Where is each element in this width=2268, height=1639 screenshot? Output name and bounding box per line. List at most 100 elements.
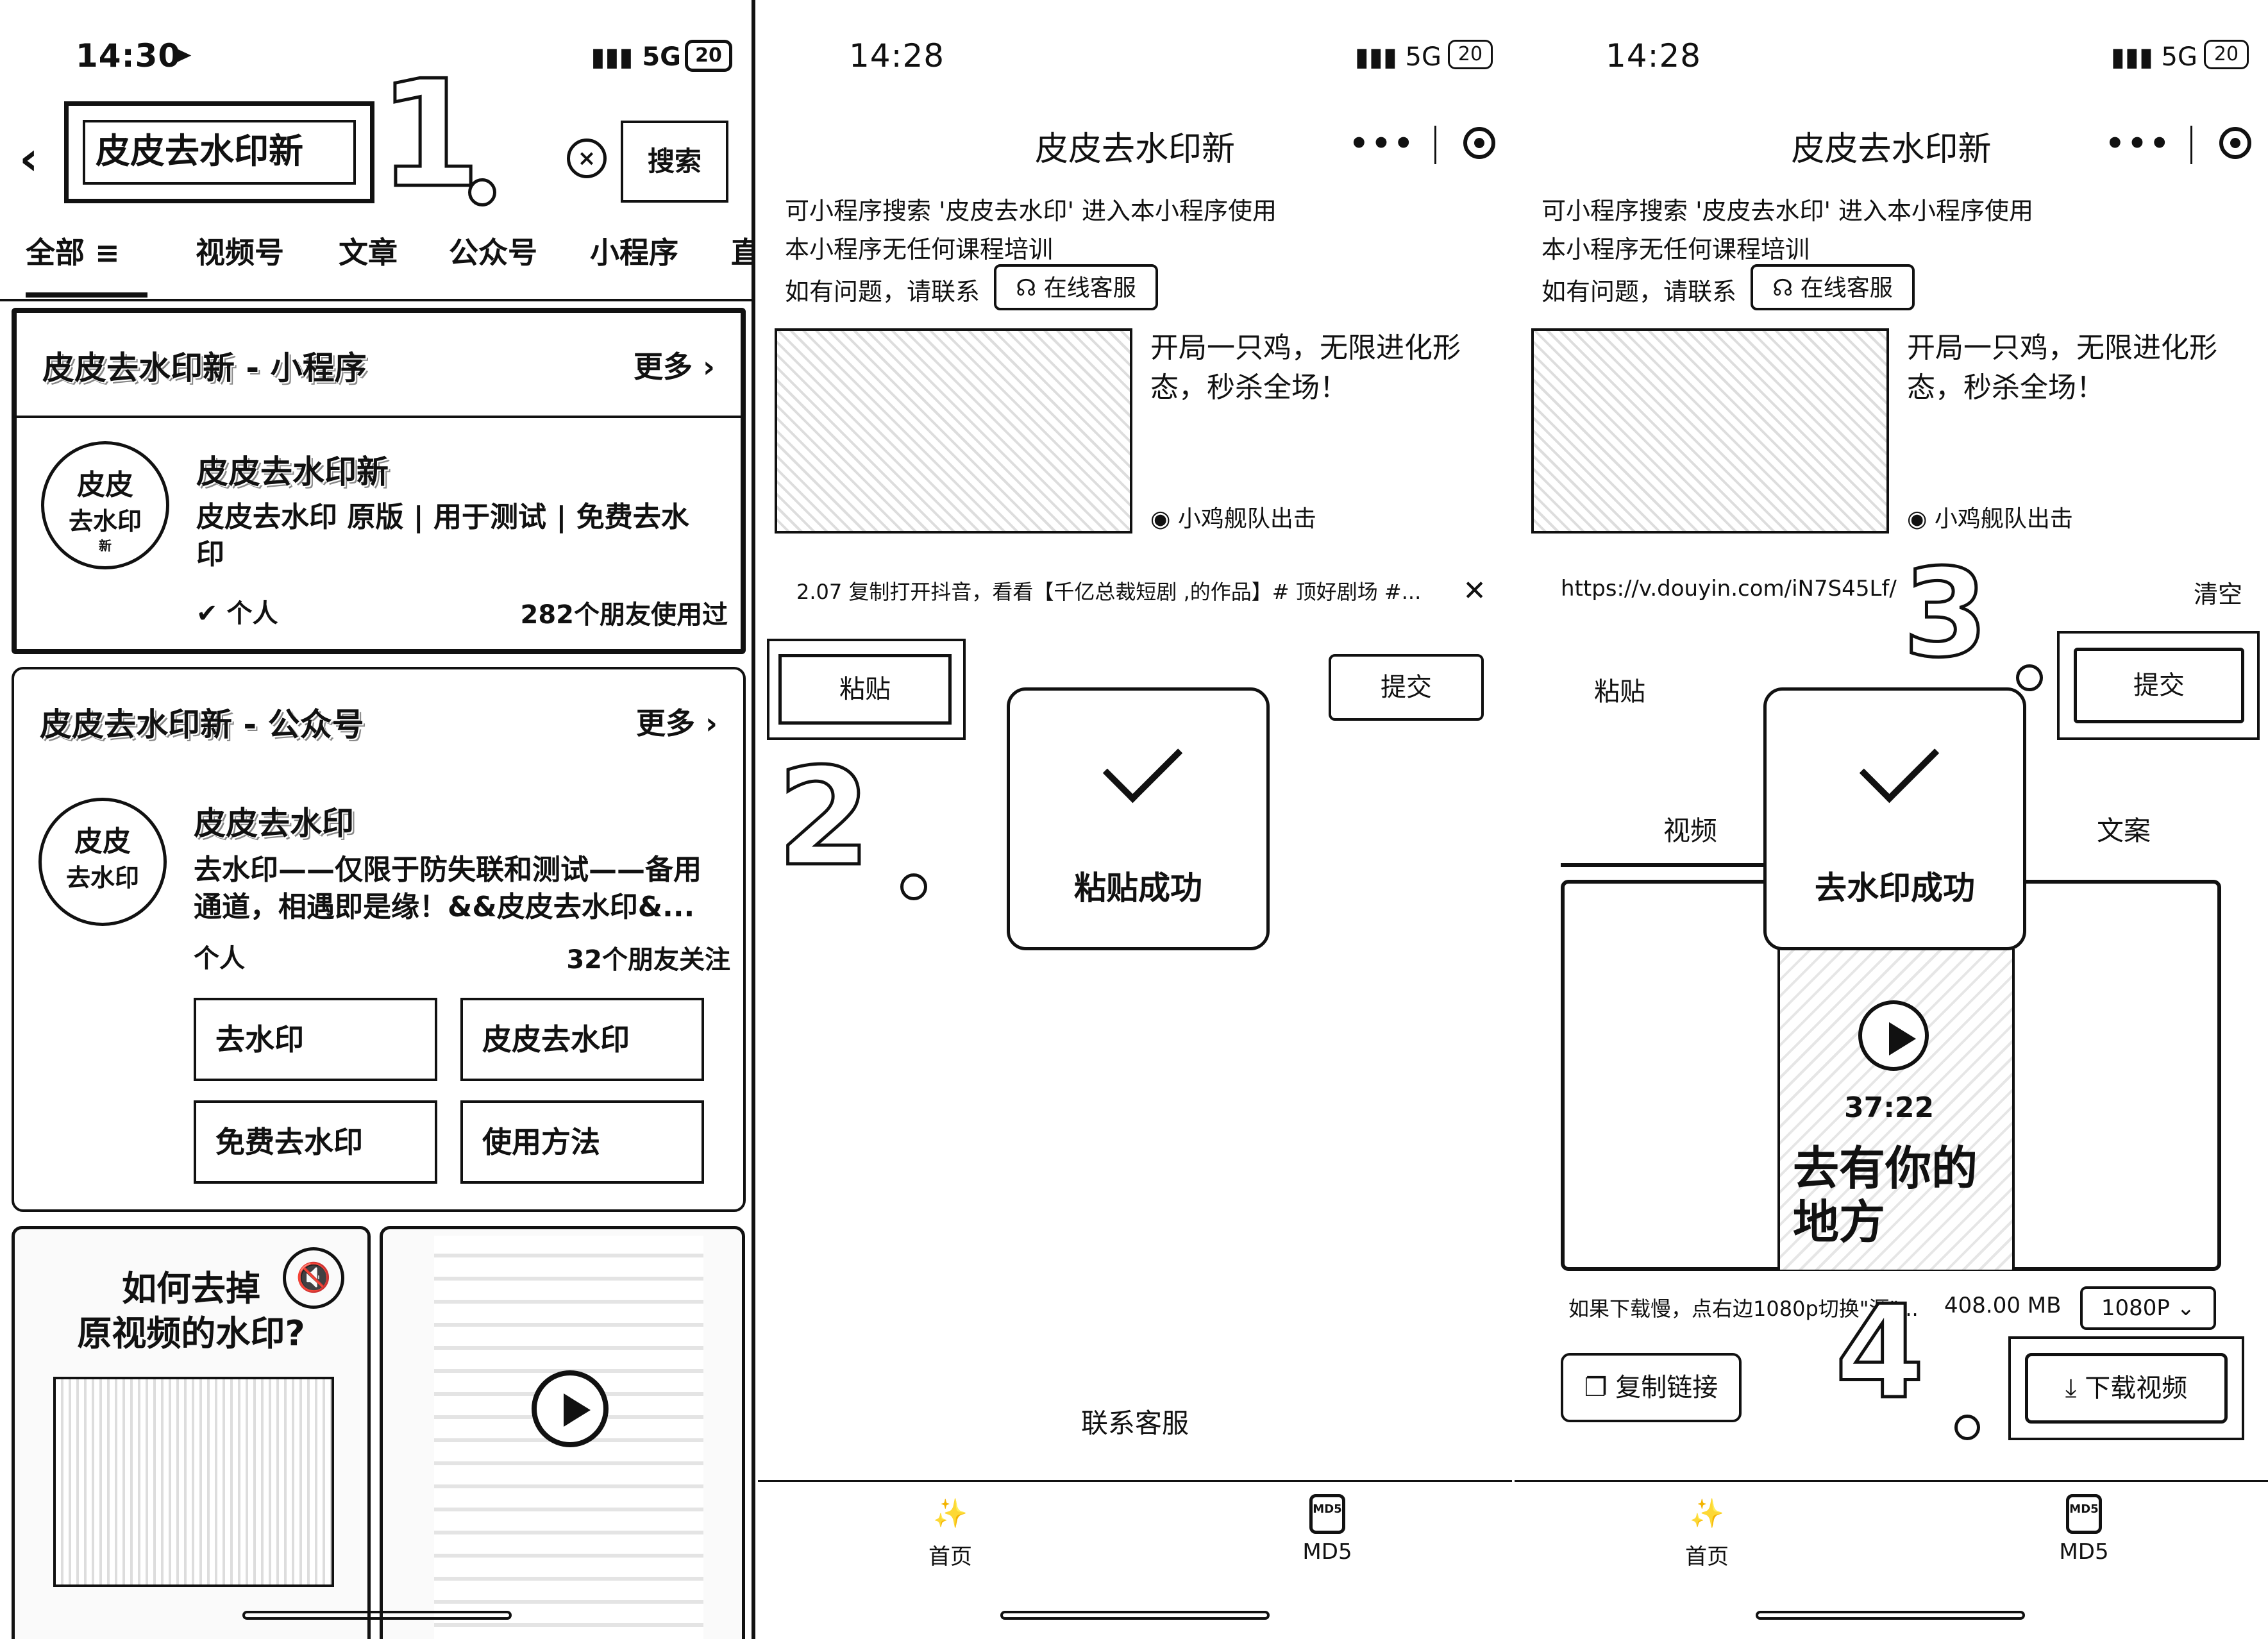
ad-thumbnail[interactable] [775,328,1132,534]
file-size: 408.00 MB [1944,1293,2062,1318]
paste-success-toast: 粘贴成功 [1007,687,1270,950]
clear-icon[interactable]: × [567,139,607,178]
ad-thumbnail[interactable] [1531,328,1889,534]
video-result-1[interactable]: 如何去掉 原视频的水印? 🔇 [12,1226,371,1639]
toast-message: 粘贴成功 [1074,870,1202,907]
clear-button[interactable]: 清空 [2193,580,2242,609]
headset-icon: ☊ [1772,275,1793,301]
mini-program-paste-panel: 14:28 ▮▮▮ 5G 20 皮皮去水印新 ••• 可小程序搜索 '皮皮去水印… [758,0,1512,1639]
tab-video[interactable]: 视频 [1663,815,1718,846]
verified-icon: ✔ [196,599,218,628]
card-divider [17,416,741,418]
mute-icon[interactable]: 🔇 [283,1247,344,1309]
tab-official-accounts[interactable]: 公众号 [449,235,537,270]
mini-program-result-card[interactable]: 皮皮去水印新 - 小程序 更多 › 皮皮 去水印 新 皮皮去水印新 皮皮去水印 … [12,308,746,654]
back-chevron-icon[interactable]: ‹ [19,131,38,185]
close-target-icon[interactable] [2219,127,2251,159]
menu-button-remove-watermark[interactable]: 去水印 [194,998,437,1081]
more-link[interactable]: 更多 › [634,349,715,384]
network-type: 5G [642,42,681,72]
info-line-2: 本小程序无任何课程培训 [1541,235,1810,264]
status-time: 14:30 [76,37,181,74]
wechat-search-panel: 14:30 ➤ ▮▮▮ 5G 20 ‹ 皮皮去水印新 1 × 搜索 全部 ≡ 视… [0,0,755,1639]
users-count: 282个朋友使用过 [520,600,728,630]
chevron-right-icon: › [703,349,715,384]
paste-button[interactable]: 粘贴 [778,654,952,725]
search-tabs: 全部 ≡ 视频号 文章 公众号 小程序 直 [26,230,752,281]
submit-button[interactable]: 提交 [2074,648,2244,723]
online-service-button[interactable]: ☊ 在线客服 [994,264,1158,310]
status-time: 14:28 [849,37,945,74]
tab-articles[interactable]: 文章 [339,235,398,270]
more-dots-icon[interactable]: ••• [1348,126,1416,162]
video-poster[interactable]: 37:22 去有你的地方 [1777,949,2015,1270]
network-type: 5G [2161,42,2197,72]
step-dot [2016,664,2043,691]
network-type: 5G [1405,42,1441,72]
owner-type: 个人 [194,944,245,973]
quality-select[interactable]: 1080P ⌄ [2080,1286,2216,1330]
download-icon: ⤓ [2065,1374,2077,1403]
menu-button-free-watermark[interactable]: 免费去水印 [194,1100,437,1184]
copy-icon: ❐ [1584,1373,1608,1402]
nav-home[interactable]: ✨ 首页 [912,1494,989,1570]
menu-button-pipi-watermark[interactable]: 皮皮去水印 [460,998,704,1081]
step-dot [468,178,496,206]
step-dot [900,873,927,900]
tab-more[interactable]: 直 [731,230,752,272]
signal-icon: ▮▮▮ 5G [1354,42,1441,72]
nav-md5[interactable]: MD5 MD5 [2045,1494,2122,1565]
poster-title: 去有你的地方 [1793,1141,1978,1249]
download-video-button[interactable]: ⤓ 下载视频 [2025,1353,2228,1424]
tab-mini-programs[interactable]: 小程序 [590,235,678,270]
search-input[interactable]: 皮皮去水印新 [64,101,374,203]
nav-md5[interactable]: MD5 MD5 [1289,1494,1366,1565]
mini-program-desc: 皮皮去水印 原版 | 用于测试 | 免费去水印 [196,501,689,571]
filter-icon[interactable]: ≡ [95,235,120,270]
link-input[interactable]: 2.07 复制打开抖音，看看【千亿总裁短剧 ,的作品】# 顶好剧场 #... [796,580,1422,604]
bottom-nav-divider [758,1480,1512,1482]
official-account-result-card[interactable]: 皮皮去水印新 - 公众号 更多 › 皮皮 去水印 皮皮去水印 去水印——仅限于防… [12,667,746,1212]
search-button[interactable]: 搜索 [621,121,728,203]
capsule-separator [2190,126,2192,164]
copy-link-button[interactable]: ❐ 复制链接 [1561,1353,1742,1422]
magic-wand-icon: ✨ [932,1497,968,1530]
link-input[interactable]: https://v.douyin.com/iN7S45Lf/ [1561,576,1897,601]
tab-all[interactable]: 全部 ≡ [26,235,120,270]
chicken-avatar-icon: ◉ [1150,506,1171,532]
ad-text[interactable]: 开局一只鸡，无限进化形态，秒杀全场！ [1150,332,1461,404]
battery-icon: 20 [2204,40,2249,69]
submit-button-highlight: 提交 [2057,631,2260,740]
paste-button[interactable]: 粘贴 [1594,677,1645,707]
tab-copywriting[interactable]: 文案 [2097,815,2151,846]
mini-program-result-panel: 14:28 ▮▮▮ 5G 20 皮皮去水印新 ••• 可小程序搜索 '皮皮去水印… [1515,0,2268,1639]
nav-home[interactable]: ✨ 首页 [1668,1494,1745,1570]
status-time: 14:28 [1606,37,1702,74]
contact-service-link[interactable]: 联系客服 [1080,1408,1189,1439]
step-dot [1954,1415,1980,1440]
play-icon[interactable] [1858,1000,1929,1071]
video-thumbnail [53,1377,334,1587]
signal-icon: ▮▮▮ 5G [591,42,681,72]
checkmark-icon [1859,723,1940,803]
play-icon[interactable] [532,1370,609,1447]
menu-button-how-to-use[interactable]: 使用方法 [460,1100,704,1184]
md5-icon: MD5 [2066,1494,2102,1534]
submit-button[interactable]: 提交 [1329,654,1484,721]
poster-timestamp: 37:22 [1844,1091,1935,1124]
online-service-button[interactable]: ☊ 在线客服 [1751,264,1915,310]
more-link[interactable]: 更多 › [636,706,718,741]
video-title-line2: 原视频的水印? [77,1313,305,1354]
home-indicator [1000,1611,1270,1620]
info-line-3: 如有问题，请联系 [1541,278,1737,306]
ad-text[interactable]: 开局一只鸡，无限进化形态，秒杀全场！ [1907,332,2217,404]
battery-icon: 20 [1448,40,1493,69]
download-button-highlight: ⤓ 下载视频 [2008,1336,2244,1440]
status-bar: 14:30 ➤ ▮▮▮ 5G 20 [0,33,752,78]
close-target-icon[interactable] [1463,127,1495,159]
magic-wand-icon: ✨ [1689,1497,1725,1530]
clear-x-icon[interactable]: ✕ [1463,575,1486,607]
video-result-2[interactable] [380,1226,745,1639]
tab-channels[interactable]: 视频号 [196,235,284,270]
more-dots-icon[interactable]: ••• [2104,126,2172,162]
